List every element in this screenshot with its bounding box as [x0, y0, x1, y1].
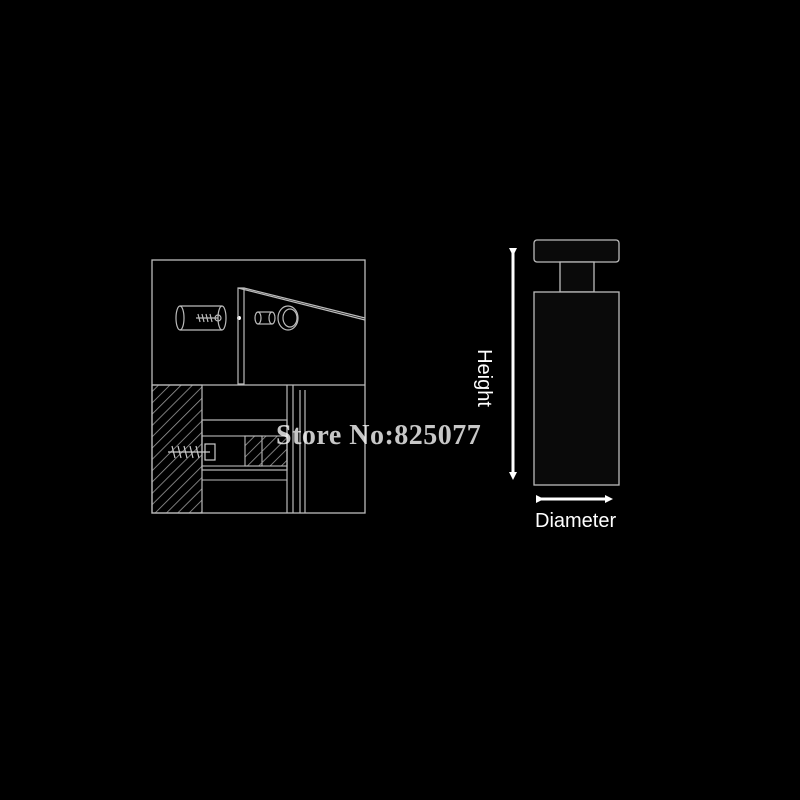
exploded-view: [175, 287, 366, 385]
washer-icon: [254, 311, 276, 325]
cap-icon: [277, 305, 299, 331]
standoff-neck: [559, 261, 595, 293]
diameter-label: Diameter: [535, 510, 617, 532]
screw-cross-icon: [168, 443, 216, 461]
installation-diagram: [151, 259, 366, 514]
glass-section: [286, 385, 306, 513]
anchor-cylinder-icon: [175, 305, 227, 331]
standoff-barrel: [533, 291, 620, 486]
store-watermark: Store No:825077: [276, 420, 482, 451]
cross-section-view: [151, 384, 306, 514]
standoff-profile: [533, 239, 620, 486]
wall-hatch: [151, 384, 203, 514]
standoff-cap: [533, 239, 620, 263]
glass-panel-icon: [237, 287, 366, 385]
screw-icon: [196, 313, 222, 323]
